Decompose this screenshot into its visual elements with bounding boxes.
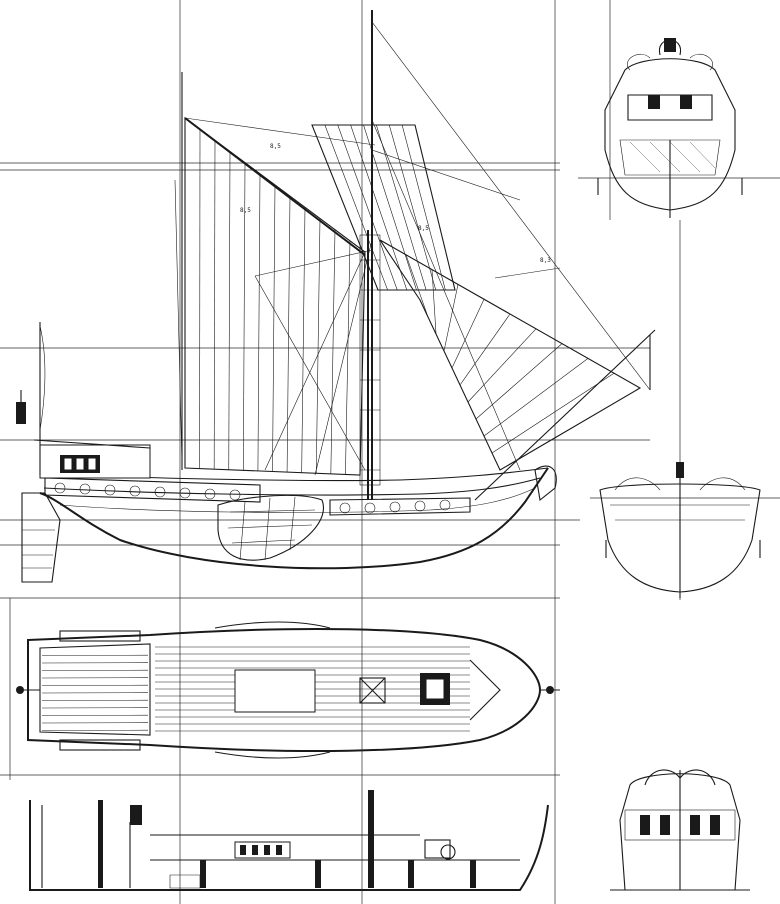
topsail-seam <box>337 124 398 291</box>
main-hatch <box>234 669 316 713</box>
leeboard-top <box>59 630 141 642</box>
mainsail-seam <box>330 229 336 474</box>
mast-step <box>359 677 386 704</box>
rig-label-4: 8,3 <box>540 257 551 264</box>
hull-bottom <box>39 467 549 570</box>
mast-heel <box>368 790 374 888</box>
topsail-seam <box>388 124 437 291</box>
stern-lantern <box>16 402 26 424</box>
topsail-seam <box>401 124 446 291</box>
rig-label-1: 8,5 <box>270 143 281 150</box>
mast-ladder <box>359 234 381 486</box>
mainsail-seam <box>243 162 246 471</box>
rig-label-2: 8,5 <box>240 207 251 214</box>
leeboard-bottom <box>59 739 141 751</box>
topsail-seam <box>350 124 408 291</box>
topsail-seam <box>363 124 417 291</box>
staysail <box>379 239 642 471</box>
mainsail <box>184 116 366 476</box>
staysail-seam <box>443 284 459 352</box>
rudder <box>21 492 61 583</box>
bowsprit <box>474 329 656 501</box>
topsail-seam <box>376 124 427 291</box>
staysail-seam <box>459 313 511 386</box>
mainsail-seam <box>272 184 276 472</box>
staysail-seam <box>483 358 589 437</box>
mainsail-seam <box>228 151 231 470</box>
mainsail-seam <box>345 240 351 475</box>
rig-label-3: 8,5 <box>418 225 429 232</box>
sheer-plan <box>16 322 557 583</box>
staysail-seam <box>475 343 563 420</box>
leeboard <box>217 494 324 561</box>
mainsail-seam <box>301 207 306 473</box>
wale-ornament <box>54 482 241 501</box>
mainsail-seam <box>286 196 291 473</box>
mainsail-seam <box>315 218 321 474</box>
bow-view <box>599 462 761 598</box>
staysail-seam <box>451 299 485 369</box>
rig-labels: 8,5 8,5 8,5 8,3 <box>240 143 551 264</box>
staysail-seam <box>431 269 437 335</box>
stern-deck <box>39 643 151 736</box>
stern-post <box>98 800 103 888</box>
rig <box>174 10 656 501</box>
stern-view <box>597 38 743 218</box>
decorated-wale <box>44 477 261 503</box>
staysail-seam <box>491 372 615 454</box>
topsail-seam <box>324 124 388 291</box>
topsail <box>311 124 456 291</box>
staysail-seam <box>467 328 537 403</box>
bow-wale-ornament <box>339 499 451 514</box>
sail-seams <box>199 124 615 475</box>
deck-plan <box>16 621 560 759</box>
mainsail-seam <box>213 140 216 470</box>
staysail-seam <box>405 254 429 318</box>
mainsail-seam <box>257 173 261 471</box>
inboard-profile <box>29 790 549 891</box>
stern-detail <box>610 769 750 891</box>
